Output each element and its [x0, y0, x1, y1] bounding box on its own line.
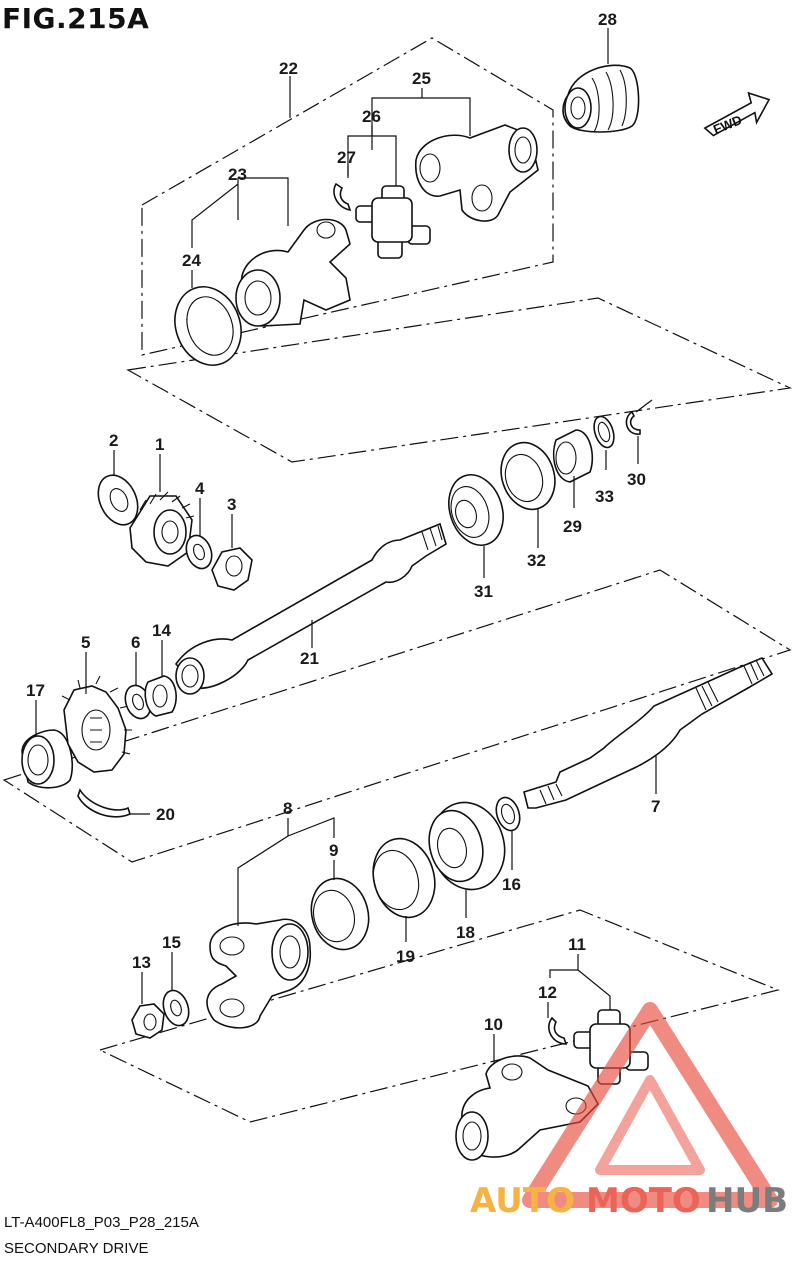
- bearing-part-17: [21, 729, 74, 789]
- yoke-part-25: [415, 124, 539, 222]
- seal-part-19: [372, 837, 436, 919]
- callout-20: 20: [156, 805, 175, 824]
- callout-9: 9: [329, 841, 338, 860]
- gear-part-5: [61, 675, 132, 773]
- callout-7: 7: [651, 797, 660, 816]
- circlip-part-30: [625, 410, 641, 435]
- callout-18: 18: [456, 923, 475, 942]
- callout-24: 24: [182, 251, 201, 270]
- fwd-arrow-icon: FWD: [703, 91, 771, 137]
- callout-32: 32: [527, 551, 546, 570]
- washer-part-2: [97, 474, 139, 526]
- callout-29: 29: [563, 517, 582, 536]
- callout-21: 21: [300, 649, 319, 668]
- callout-13: 13: [132, 953, 151, 972]
- yoke-part-23: [235, 218, 351, 327]
- boot-part-28: [562, 64, 640, 133]
- bearing-part-31: [448, 474, 504, 546]
- callout-1: 1: [155, 435, 164, 454]
- seal-part-32: [500, 441, 556, 511]
- callout-leaders: [35, 28, 657, 1064]
- washer-part-16: [495, 796, 521, 832]
- yoke-part-10: [455, 1055, 599, 1161]
- bevel-gear-part-1: [129, 491, 195, 567]
- callout-16: 16: [502, 875, 521, 894]
- callout-14: 14: [152, 621, 171, 640]
- figure-title: FIG.215A: [2, 2, 150, 35]
- callout-22: 22: [279, 59, 298, 78]
- circlip-part-12: [548, 1016, 568, 1045]
- yoke-part-8: [206, 918, 312, 1029]
- shaft-part-7: [523, 657, 774, 809]
- assembly-box-22: [141, 37, 554, 356]
- callout-12: 12: [538, 983, 557, 1002]
- nut-part-3: [211, 547, 253, 591]
- callout-5: 5: [81, 633, 90, 652]
- spacer-part-29: [552, 429, 594, 483]
- callout-2: 2: [109, 431, 118, 450]
- assembly-box-22-lower: [126, 297, 793, 463]
- spider-part-26: [355, 185, 431, 259]
- spider-part-11: [573, 1009, 649, 1085]
- callout-6: 6: [131, 633, 140, 652]
- assembly-box-lower: [98, 909, 780, 1123]
- callout-17: 17: [26, 681, 45, 700]
- washer-part-33: [593, 415, 615, 449]
- callout-27: 27: [337, 148, 356, 167]
- watermark-text-b: MOTO: [586, 1181, 701, 1221]
- callout-23: 23: [228, 165, 247, 184]
- callout-8: 8: [283, 799, 292, 818]
- callout-30: 30: [627, 470, 646, 489]
- nut-part-13: [131, 1003, 165, 1039]
- callout-19: 19: [396, 947, 415, 966]
- callout-10: 10: [484, 1015, 503, 1034]
- ring-part-14: [144, 675, 177, 717]
- watermark-text-a: AUTO: [470, 1181, 575, 1221]
- washer-part-15: [162, 989, 190, 1027]
- washer-part-4: [185, 534, 213, 570]
- figure-subtitle: SECONDARY DRIVE: [4, 1240, 149, 1257]
- circlip-part-27: [333, 182, 352, 212]
- figure-code: LT-A400FL8_P03_P28_215A: [4, 1214, 199, 1231]
- callout-4: 4: [195, 479, 205, 498]
- circlip-part-20: [77, 788, 131, 818]
- callout-3: 3: [227, 495, 236, 514]
- callout-33: 33: [595, 487, 614, 506]
- assembly-box-shaft: [2, 569, 792, 863]
- drive-shaft-part-21: [174, 522, 447, 695]
- callout-25: 25: [412, 69, 431, 88]
- watermark-text-c: HUB: [706, 1181, 788, 1221]
- bearing-part-18: [428, 801, 506, 891]
- callout-28: 28: [598, 10, 617, 29]
- callout-11: 11: [568, 935, 586, 954]
- callout-15: 15: [162, 933, 181, 952]
- seal-part-24: [174, 286, 242, 366]
- callout-26: 26: [362, 107, 381, 126]
- callout-31: 31: [474, 582, 493, 601]
- seal-part-9: [310, 877, 370, 951]
- watermark-logo: AUTO MOTO HUB: [470, 1002, 788, 1221]
- fwd-label: FWD: [711, 112, 744, 137]
- callout-numbers: 28 22 25 26 27 23 24 2 1 4 3 30 33 29 32…: [26, 10, 660, 1034]
